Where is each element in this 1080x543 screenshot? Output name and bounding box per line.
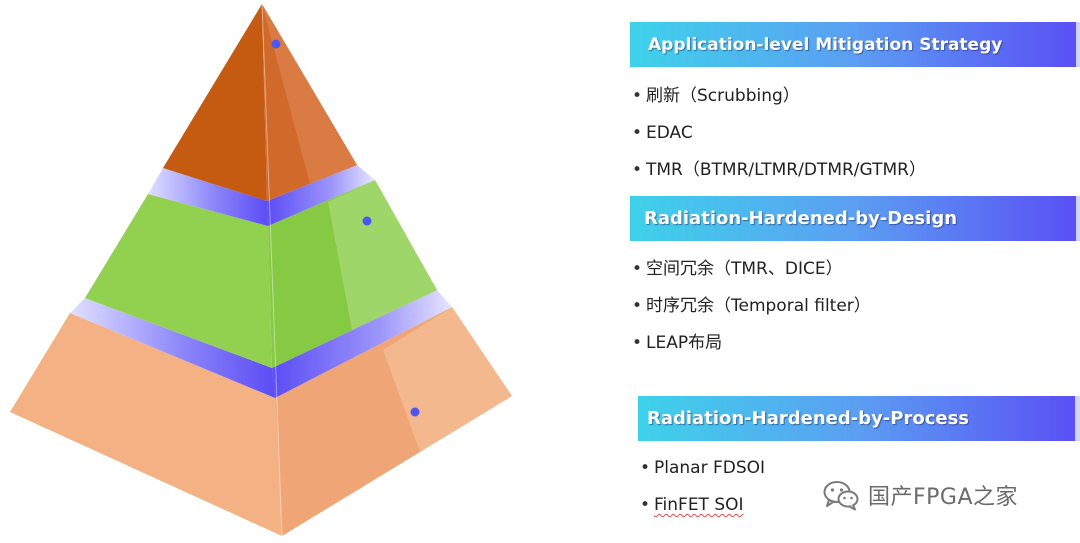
top-tier-right-highlight bbox=[262, 4, 357, 184]
list-item-text: EDAC bbox=[646, 123, 693, 143]
bullet-dot: • bbox=[632, 86, 643, 106]
tier-list-process: •Planar FDSOI •FinFET SOI bbox=[640, 450, 765, 524]
list-item: •TMR（BTMR/LTMR/DTMR/GTMR） bbox=[632, 152, 926, 189]
watermark-text: 国产FPGA之家 bbox=[868, 485, 1019, 510]
lower-band-left bbox=[70, 298, 275, 398]
middle-tier-left-face bbox=[85, 194, 272, 368]
bullet-dot: • bbox=[632, 259, 643, 279]
wechat-icon bbox=[823, 481, 859, 511]
tier-title-process: Radiation-Hardened-by-Process bbox=[638, 396, 1080, 441]
list-item-text: LEAP布局 bbox=[646, 333, 723, 353]
bottom-tier-left-face bbox=[10, 313, 282, 536]
list-item: •时序冗余（Temporal filter） bbox=[632, 288, 871, 325]
list-item-text: Planar FDSOI bbox=[654, 458, 766, 478]
list-item-text: TMR（BTMR/LTMR/DTMR/GTMR） bbox=[646, 160, 926, 180]
list-item: •Planar FDSOI bbox=[640, 450, 765, 487]
connector-top-dot bbox=[271, 39, 281, 49]
bullet-dot: • bbox=[640, 458, 651, 478]
watermark: 国产FPGA之家 bbox=[822, 478, 1018, 512]
list-item-text: 时序冗余（Temporal filter） bbox=[646, 296, 871, 316]
list-item: •空间冗余（TMR、DICE） bbox=[632, 251, 871, 288]
tier-list-design: •空间冗余（TMR、DICE） •时序冗余（Temporal filter） •… bbox=[632, 251, 871, 362]
upper-band-left bbox=[148, 168, 268, 226]
bullet-dot: • bbox=[632, 123, 643, 143]
tier-list-application: •刷新（Scrubbing） •EDAC •TMR（BTMR/LTMR/DTMR… bbox=[632, 78, 926, 189]
list-item: •FinFET SOI bbox=[640, 487, 765, 524]
bullet-dot: • bbox=[632, 160, 643, 180]
list-item: •LEAP布局 bbox=[632, 325, 871, 362]
connector-top bbox=[271, 39, 582, 49]
connector-middle-dot bbox=[362, 216, 372, 226]
list-item: •EDAC bbox=[632, 115, 926, 152]
connector-bottom bbox=[410, 407, 582, 417]
list-item-text: 刷新（Scrubbing） bbox=[646, 86, 800, 106]
upper-band-right bbox=[267, 165, 375, 226]
bullet-dot: • bbox=[632, 333, 643, 353]
bullet-dot: • bbox=[640, 495, 651, 515]
tier-title-application: Application-level Mitigation Strategy bbox=[630, 22, 1080, 67]
bullet-dot: • bbox=[632, 296, 643, 316]
pyramid-front-edge bbox=[261, 3, 283, 537]
middle-tier-right-highlight bbox=[328, 180, 437, 330]
tier-title-design: Radiation-Hardened-by-Design bbox=[630, 196, 1080, 241]
connector-bottom-dot bbox=[410, 407, 420, 417]
connector-middle bbox=[362, 216, 582, 226]
top-tier-left-face bbox=[163, 4, 267, 201]
list-item-text: 空间冗余（TMR、DICE） bbox=[646, 259, 843, 279]
list-item-text: FinFET SOI bbox=[654, 495, 744, 515]
list-item: •刷新（Scrubbing） bbox=[632, 78, 926, 115]
lower-band-right bbox=[272, 290, 452, 398]
